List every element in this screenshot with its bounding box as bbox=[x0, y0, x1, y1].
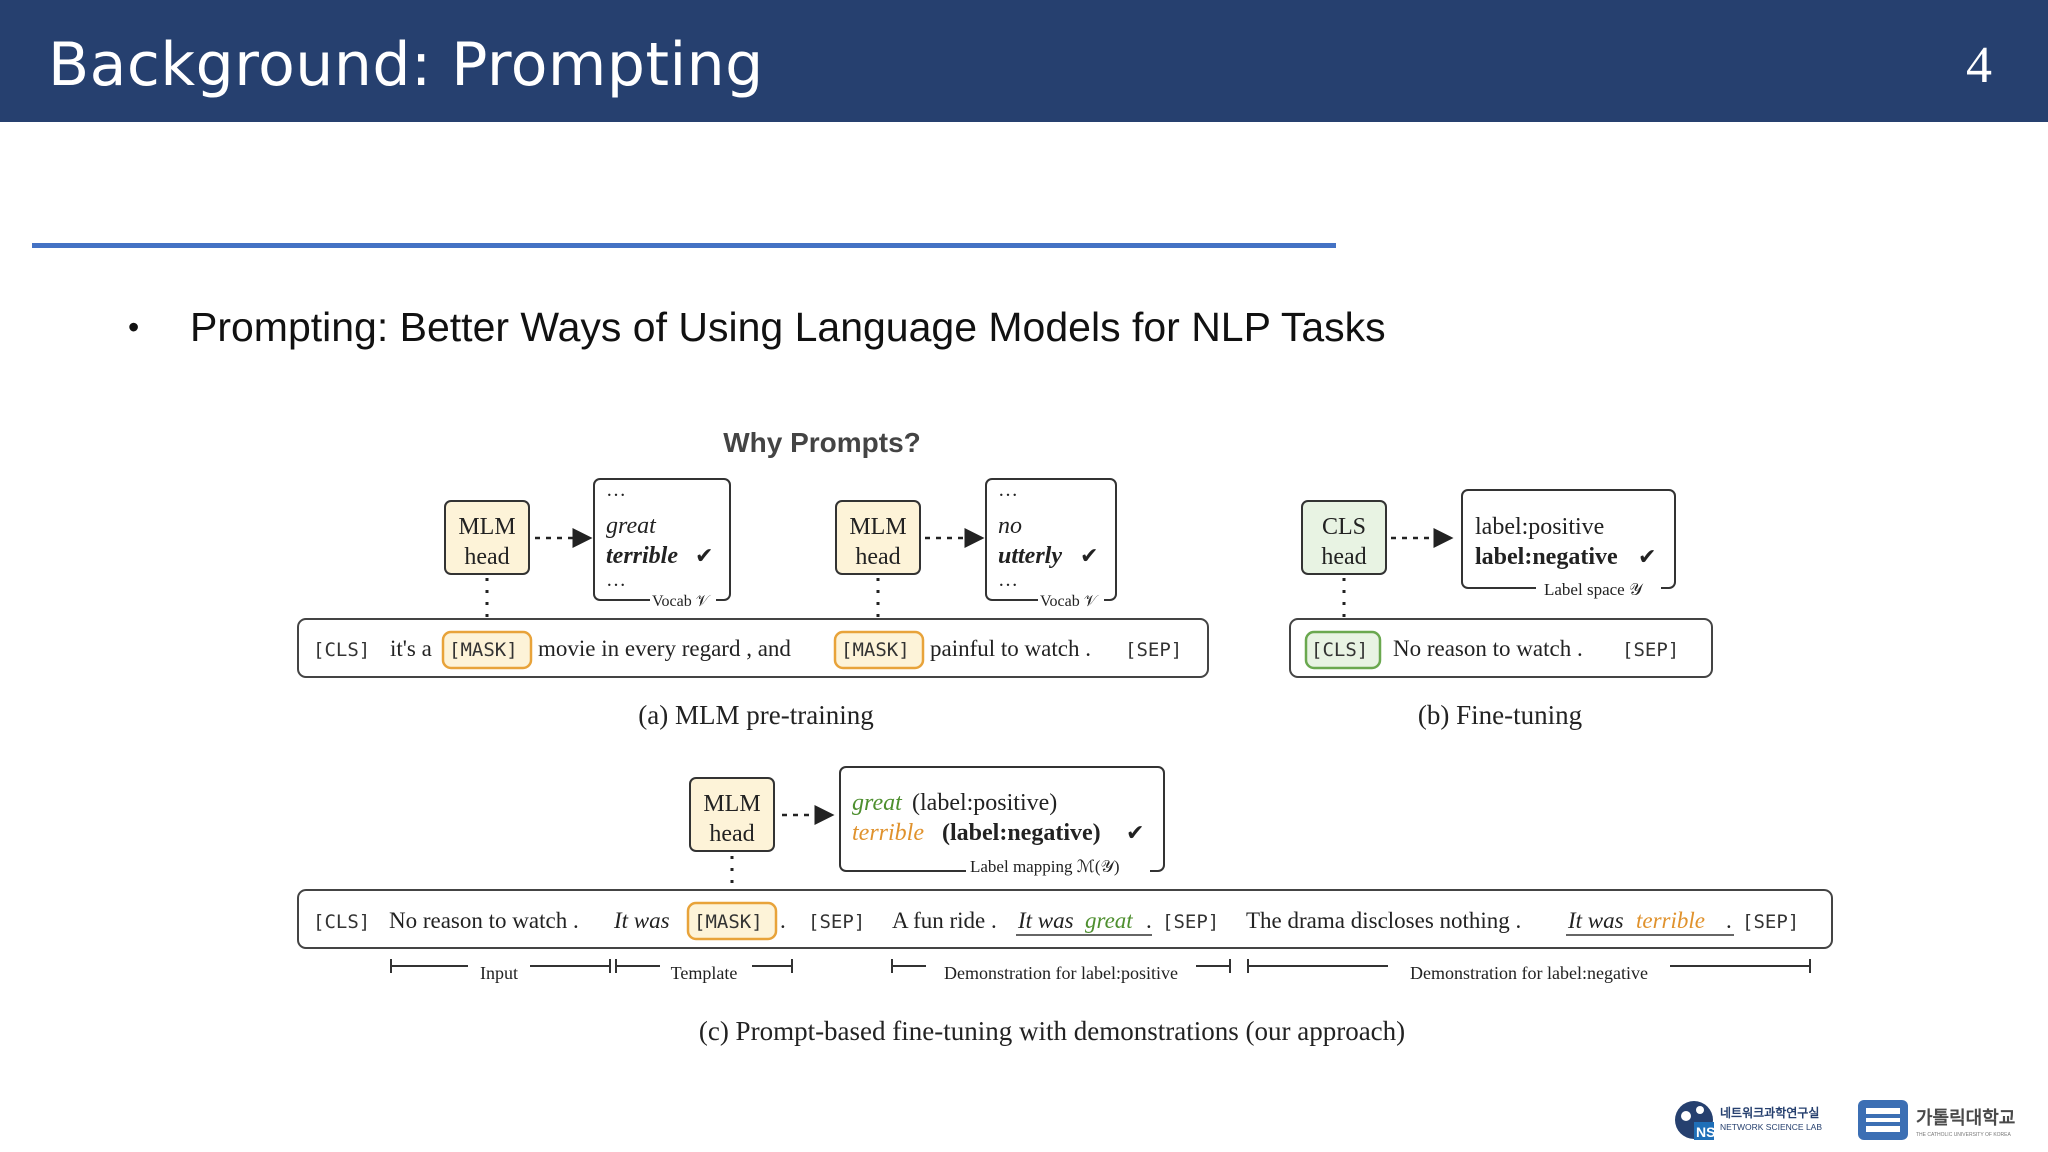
vocab-ellipsis-top: … bbox=[606, 479, 626, 501]
check-icon: ✔ bbox=[1080, 544, 1098, 569]
mask-token: [MASK] bbox=[841, 639, 910, 661]
sentence-box bbox=[1289, 618, 1713, 678]
mlm-head-line1: MLM bbox=[458, 514, 515, 540]
panel-c: MLM head great (label:positive) terrible… bbox=[297, 766, 1833, 1046]
mapping-label-positive: (label:positive) bbox=[912, 790, 1057, 816]
mask-highlight bbox=[686, 901, 778, 941]
cls-head-box bbox=[1301, 500, 1387, 575]
sep-token: [SEP] bbox=[808, 911, 865, 933]
mlm-head-box bbox=[444, 500, 530, 575]
lab-korean-name: 네트워크과학연구실 bbox=[1720, 1105, 1819, 1120]
demo-positive-text: A fun ride . bbox=[892, 908, 997, 933]
check-icon: ✔ bbox=[1126, 821, 1144, 846]
demo-negative-text: The drama discloses nothing . bbox=[1246, 908, 1521, 933]
sep-token: [SEP] bbox=[1622, 639, 1679, 661]
slide-title: Background: Prompting bbox=[48, 30, 764, 100]
catholic-university-logo: 가톨릭대학교 THE CATHOLIC UNIVERSITY OF KOREA bbox=[1858, 1100, 2015, 1140]
mlm-head-line2: head bbox=[855, 544, 900, 570]
sentence-text: movie in every regard , and bbox=[538, 636, 791, 661]
university-english-name: THE CATHOLIC UNIVERSITY OF KOREA bbox=[1916, 1132, 2011, 1138]
mlm-head-box bbox=[689, 777, 775, 852]
mapping-word-terrible: terrible bbox=[852, 820, 924, 846]
vocab-label: Vocab 𝒱 bbox=[1040, 593, 1100, 610]
panel-a-caption: (a) MLM pre-training bbox=[638, 700, 873, 730]
cls-token: [CLS] bbox=[313, 639, 370, 661]
mapping-label-negative: (label:negative) bbox=[942, 820, 1101, 846]
bullet-dot-icon: • bbox=[128, 309, 140, 345]
label-space-caption: Label space 𝒴 bbox=[1544, 580, 1644, 599]
panel-b-caption: (b) Fine-tuning bbox=[1418, 700, 1582, 730]
sentence-text: it's a bbox=[390, 636, 432, 661]
span-label-template: Template bbox=[671, 963, 738, 983]
check-icon: ✔ bbox=[1638, 545, 1656, 570]
mlm-head-line2: head bbox=[464, 544, 509, 570]
cls-token: [CLS] bbox=[313, 911, 370, 933]
panel-c-caption: (c) Prompt-based fine-tuning with demons… bbox=[699, 1016, 1405, 1046]
vocab-word-great: great bbox=[606, 513, 657, 539]
footer-logos: NS 네트워크과학연구실 NETWORK SCIENCE LAB 가톨릭대학교 … bbox=[1675, 1100, 2015, 1140]
sentence-text: painful to watch . bbox=[930, 636, 1091, 661]
title-divider bbox=[32, 243, 1336, 248]
label-mapping-caption: Label mapping ℳ(𝒴) bbox=[970, 857, 1120, 876]
demo-word-great: great bbox=[1085, 908, 1133, 933]
label-positive: label:positive bbox=[1475, 514, 1604, 540]
figure-title: Why Prompts? bbox=[723, 427, 921, 458]
bullet-item: • Prompting: Better Ways of Using Langua… bbox=[128, 304, 1386, 351]
vocab-word-utterly: utterly bbox=[998, 543, 1062, 569]
label-space-box bbox=[1461, 489, 1676, 589]
panel-b: CLS head label:positive label:negative ✔… bbox=[1289, 489, 1713, 730]
demo-positive-template: It was bbox=[1017, 908, 1074, 933]
mask-highlight bbox=[833, 630, 925, 670]
span-label-demo-positive: Demonstration for label:positive bbox=[944, 963, 1178, 983]
mask-highlight bbox=[441, 630, 533, 670]
sentence-box bbox=[297, 889, 1833, 949]
cls-token: [CLS] bbox=[1311, 639, 1368, 661]
sentence-text: No reason to watch . bbox=[1393, 636, 1583, 661]
vocab-ellipsis-bottom: … bbox=[606, 569, 626, 591]
lab-english-name: NETWORK SCIENCE LAB bbox=[1720, 1122, 1822, 1132]
demo-period: . bbox=[1726, 908, 1732, 933]
template-text: It was bbox=[613, 908, 670, 933]
cls-head-line1: CLS bbox=[1322, 514, 1366, 540]
cls-highlight bbox=[1304, 630, 1382, 670]
panel-a: MLM head … great terrible ✔ … Vocab 𝒱 ML… bbox=[297, 478, 1209, 730]
demo-word-terrible: terrible bbox=[1636, 908, 1705, 933]
network-science-lab-logo: NS 네트워크과학연구실 NETWORK SCIENCE LAB bbox=[1675, 1101, 1822, 1140]
vocab-ellipsis-top: … bbox=[998, 479, 1018, 501]
lab-mark: NS bbox=[1696, 1124, 1715, 1140]
mlm-head-line1: MLM bbox=[849, 514, 906, 540]
bullet-text: Prompting: Better Ways of Using Language… bbox=[190, 304, 1386, 350]
template-period: . bbox=[780, 908, 786, 933]
input-text: No reason to watch . bbox=[389, 908, 579, 933]
vocab-ellipsis-bottom: … bbox=[998, 569, 1018, 591]
label-mapping-box bbox=[839, 766, 1165, 872]
span-label-demo-negative: Demonstration for label:negative bbox=[1410, 963, 1648, 983]
demo-period: . bbox=[1146, 908, 1152, 933]
mlm-head-line2: head bbox=[709, 821, 754, 847]
sep-token: [SEP] bbox=[1125, 639, 1182, 661]
page-number: 4 bbox=[1966, 37, 1992, 94]
vocab-box bbox=[985, 478, 1117, 601]
mapping-word-great: great bbox=[852, 790, 903, 816]
check-icon: ✔ bbox=[695, 544, 713, 569]
mask-token: [MASK] bbox=[449, 639, 518, 661]
span-label-input: Input bbox=[480, 963, 518, 983]
label-negative: label:negative bbox=[1475, 544, 1618, 570]
vocab-word-terrible: terrible bbox=[606, 543, 678, 569]
sep-token: [SEP] bbox=[1742, 911, 1799, 933]
cls-head-line2: head bbox=[1321, 544, 1366, 570]
demo-negative-template: It was bbox=[1567, 908, 1624, 933]
university-korean-name: 가톨릭대학교 bbox=[1916, 1107, 2015, 1129]
vocab-word-no: no bbox=[998, 513, 1022, 539]
vocab-label: Vocab 𝒱 bbox=[652, 593, 712, 610]
mlm-head-line1: MLM bbox=[703, 791, 760, 817]
vocab-box bbox=[593, 478, 731, 601]
mask-token: [MASK] bbox=[694, 911, 763, 933]
slide-header: Background: Prompting 4 bbox=[0, 0, 2048, 122]
sep-token: [SEP] bbox=[1162, 911, 1219, 933]
mlm-head-box bbox=[835, 500, 921, 575]
